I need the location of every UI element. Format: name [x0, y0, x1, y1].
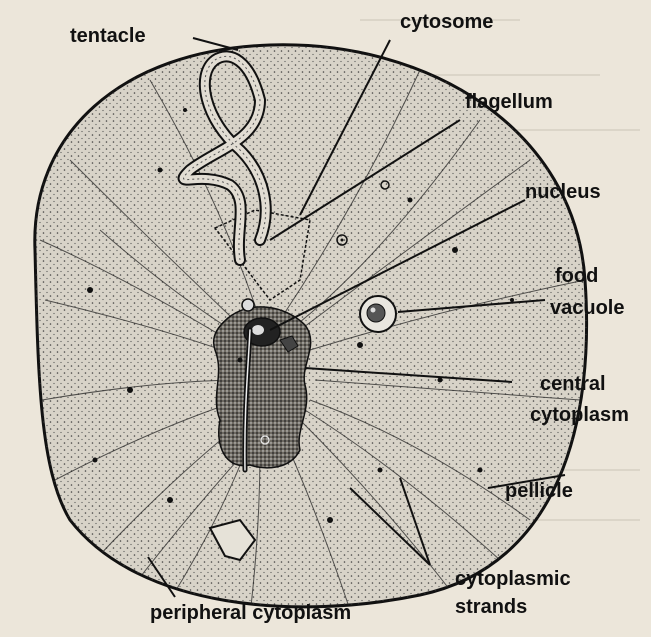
- label-food-line2: vacuole: [550, 297, 624, 319]
- label-pellicle: pellicle: [505, 480, 573, 502]
- food-vacuole: [360, 296, 396, 332]
- label-flagellum: flagellum: [465, 91, 553, 113]
- cell-body: [35, 45, 587, 607]
- label-nucleus: nucleus: [525, 181, 601, 203]
- label-peripheral-cytoplasm: peripheral cytoplasm: [150, 602, 351, 624]
- label-tentacle: tentacle: [70, 25, 146, 47]
- label-central-line1: central: [540, 373, 606, 395]
- label-cytoplasmic-line1: cytoplasmic: [455, 568, 571, 590]
- label-central-line2: cytoplasm: [530, 404, 629, 426]
- label-cytoplasmic-line2: strands: [455, 596, 527, 618]
- label-food-line1: food: [555, 265, 598, 287]
- label-cytosome: cytosome: [400, 11, 493, 33]
